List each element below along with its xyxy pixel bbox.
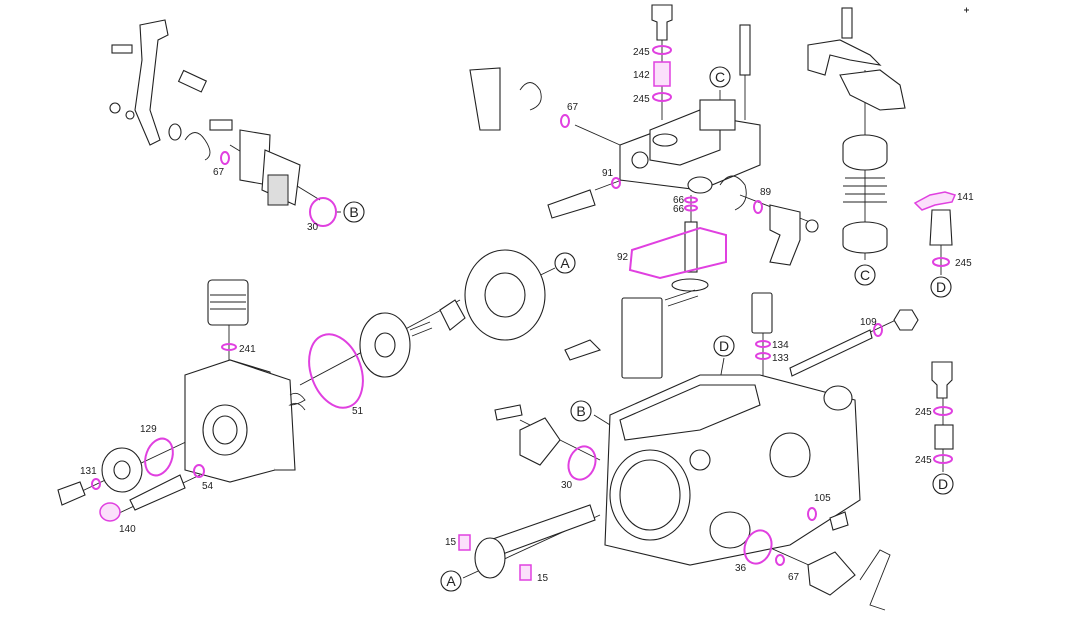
label-109: 109: [860, 317, 877, 328]
pump-housing: [474, 292, 954, 611]
marker-c: C: [860, 267, 870, 283]
label-67: 67: [567, 102, 579, 113]
label-91: 91: [602, 168, 614, 179]
label-67: 67: [213, 167, 225, 178]
label-131: 131: [80, 466, 97, 477]
label-66: 66: [673, 195, 685, 206]
label-245: 245: [633, 94, 650, 105]
ring-91: [611, 177, 621, 189]
label-241: 241: [239, 344, 256, 355]
gasket-92: [628, 226, 727, 280]
cam-disc: [359, 249, 546, 378]
ring-105: [807, 507, 817, 521]
label-67: 67: [788, 572, 800, 583]
label-105: 105: [814, 493, 831, 504]
label-245: 245: [633, 47, 650, 58]
ring-129: [144, 437, 174, 477]
ring-67b: [220, 151, 230, 165]
label-141: 141: [957, 192, 974, 203]
marker-d: D: [719, 338, 729, 354]
label-15: 15: [445, 537, 457, 548]
key-15a: [458, 534, 471, 551]
ring-241: [221, 343, 237, 351]
sleeve-142: [653, 61, 671, 87]
ring-109: [873, 323, 883, 337]
seal-rings: [91, 45, 957, 581]
label-92: 92: [617, 252, 629, 263]
washer-245e: [933, 454, 953, 464]
marker-b: B: [576, 403, 585, 419]
washer-245a: [652, 45, 672, 55]
control-head-assembly: [469, 4, 819, 307]
marker-a: A: [446, 573, 456, 589]
label-66: 66: [673, 204, 685, 215]
label-89: 89: [760, 187, 772, 198]
part-number-labels: 245 142 245 67 91 66 66 89 141 245 92 67…: [80, 47, 974, 584]
label-134: 134: [772, 340, 789, 351]
marker-d: D: [938, 476, 948, 492]
label-245: 245: [915, 455, 932, 466]
ring-67c: [775, 554, 785, 566]
label-129: 129: [140, 424, 157, 435]
label-30: 30: [307, 222, 319, 233]
ring-89: [753, 200, 763, 214]
governor-lever-assembly: [109, 19, 301, 206]
marker-a: A: [560, 255, 570, 271]
ring-131: [91, 478, 101, 490]
clip-141: [913, 191, 957, 211]
cap-140: [99, 502, 121, 522]
label-245: 245: [955, 258, 972, 269]
ring-54: [193, 464, 205, 478]
ring-36: [743, 529, 773, 565]
label-30: 30: [561, 480, 573, 491]
label-36: 36: [735, 563, 747, 574]
label-133: 133: [772, 353, 789, 364]
ring-66b: [684, 204, 698, 212]
key-15b: [519, 564, 532, 581]
washer-245d: [933, 406, 953, 416]
washer-245b: [652, 92, 672, 102]
washer-245c: [932, 257, 950, 267]
distributor-head: [57, 279, 306, 511]
ring-30a: [309, 197, 337, 227]
ring-30b: [567, 445, 597, 481]
marker-b: B: [349, 204, 358, 220]
marker-d: D: [936, 279, 946, 295]
marker-c: C: [715, 69, 725, 85]
ring-67a: [560, 114, 570, 128]
reference-markers: C C D D D A A B B: [343, 66, 954, 592]
ring-134: [755, 340, 771, 348]
label-142: 142: [633, 70, 650, 81]
label-140: 140: [119, 524, 136, 535]
lever-spring-stack: [807, 7, 953, 254]
ring-133: [755, 352, 771, 360]
ring-51: [308, 333, 364, 409]
label-54: 54: [202, 481, 214, 492]
label-51: 51: [352, 406, 364, 417]
label-15: 15: [537, 573, 549, 584]
crosshair-mark: [964, 7, 969, 13]
label-245: 245: [915, 407, 932, 418]
ring-66a: [684, 196, 698, 204]
